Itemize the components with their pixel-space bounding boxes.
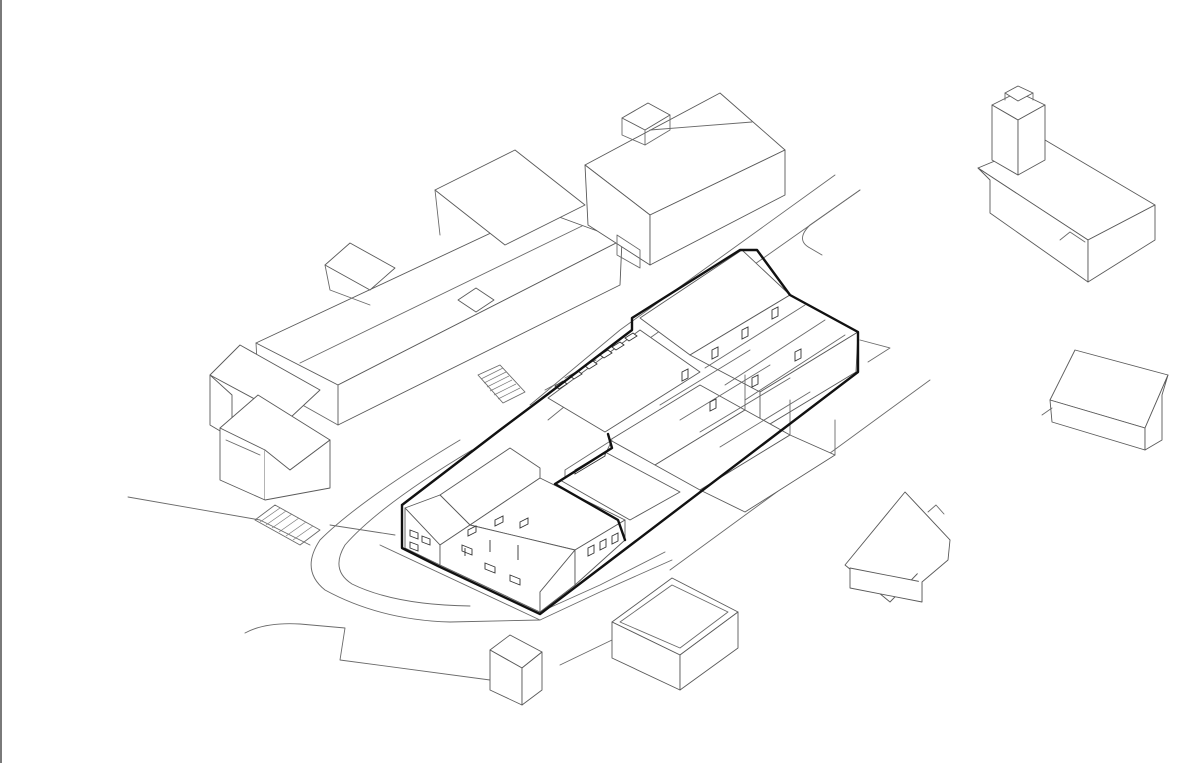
hip-roof-house-north xyxy=(584,92,786,269)
site-platform-2 xyxy=(539,551,666,613)
gabled-end-wing xyxy=(404,447,626,613)
steps-north xyxy=(477,364,526,404)
road-bend xyxy=(802,189,861,256)
house-south-east xyxy=(844,491,951,603)
steps-west xyxy=(254,504,321,546)
highlight-outline-courtyard xyxy=(553,432,627,542)
site-platform xyxy=(379,544,673,621)
curving-path xyxy=(310,439,541,623)
long-terraced-wing xyxy=(547,249,859,513)
curving-path-inner xyxy=(338,449,473,607)
terrain-line-south xyxy=(244,623,491,681)
terrain-line-west xyxy=(127,496,311,546)
long-block-north-west xyxy=(255,149,623,426)
terrain-line-west-2 xyxy=(329,524,396,536)
house-east xyxy=(1041,349,1169,451)
small-shed-south xyxy=(489,634,543,706)
terrain-line-east-2 xyxy=(859,339,891,363)
road-edge-north xyxy=(529,174,836,406)
terrain-line-south-east xyxy=(559,639,613,666)
flat-roof-box-south xyxy=(611,577,739,691)
highlighted-building xyxy=(400,248,860,616)
tower-block-north-east xyxy=(977,85,1156,283)
highlight-outline xyxy=(400,248,860,616)
house-west xyxy=(209,344,331,501)
